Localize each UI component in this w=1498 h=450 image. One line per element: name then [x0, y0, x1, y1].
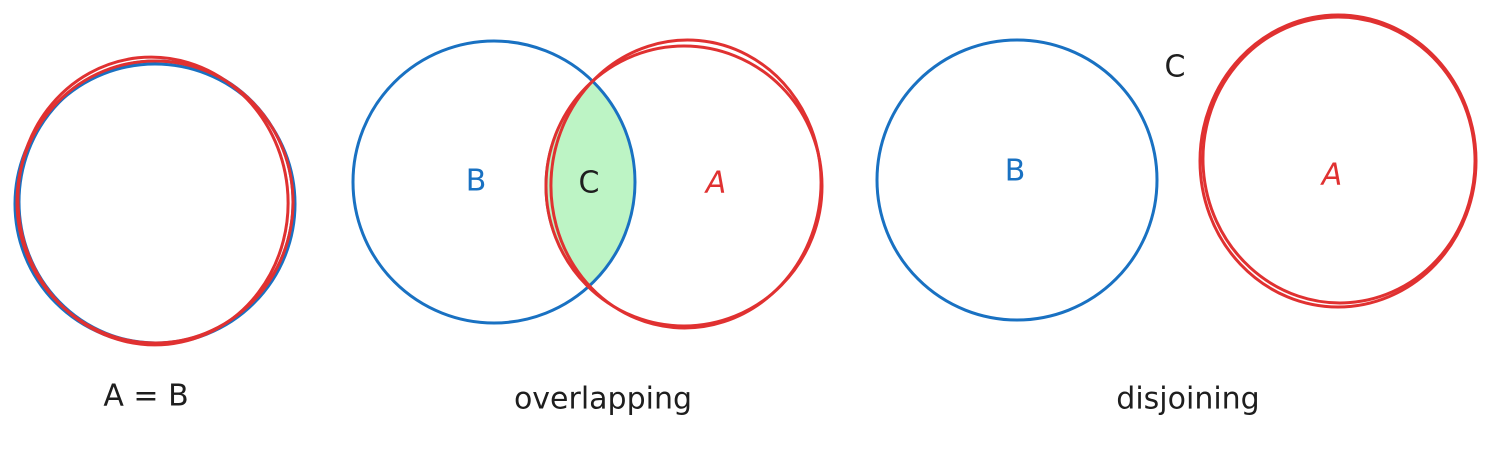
equal-caption: A = B [103, 379, 188, 414]
set-a-circle-sketch [16, 55, 290, 347]
set-b-circle [351, 39, 637, 325]
label-b: B [466, 164, 487, 199]
label-c: C [1165, 50, 1186, 85]
disjoining-panel: B C A disjoining [875, 13, 1478, 417]
overlapping-panel: B C A overlapping [351, 38, 824, 417]
set-b-circle [875, 38, 1159, 322]
set-a-circle-sketch [1201, 15, 1477, 305]
set-a-circle-sketch [549, 38, 823, 330]
overlapping-caption: overlapping [514, 382, 692, 417]
disjoining-caption: disjoining [1116, 382, 1259, 417]
label-a: A [704, 166, 727, 201]
label-b: B [1005, 154, 1026, 189]
label-a: A [1320, 158, 1343, 193]
equal-sets-panel: A = B [13, 55, 297, 414]
label-c: C [579, 166, 600, 201]
